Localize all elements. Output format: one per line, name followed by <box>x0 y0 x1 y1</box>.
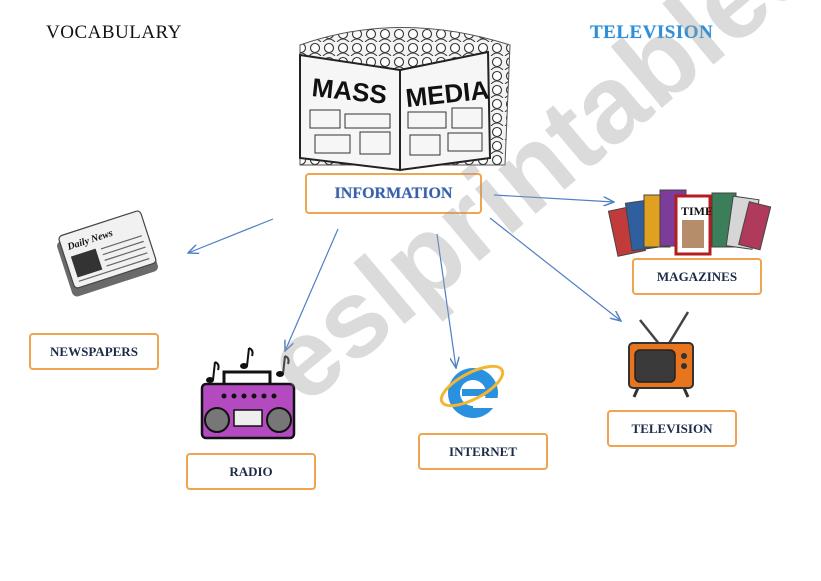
internet-box: INTERNET <box>418 433 548 470</box>
arrow-to-newspapers <box>188 219 273 253</box>
internet-explorer-icon <box>436 359 508 418</box>
television-icon <box>629 312 693 397</box>
magazines-box: MAGAZINES <box>632 258 762 295</box>
radio-box: RADIO <box>186 453 316 490</box>
television-box: TELEVISION <box>607 410 737 447</box>
magazine-cover-title: TIME <box>681 204 713 218</box>
newspapers-box: NEWSPAPERS <box>29 333 159 370</box>
magazines-icon: TIME <box>608 190 770 256</box>
newspaper-icon: Daily News <box>54 210 159 298</box>
